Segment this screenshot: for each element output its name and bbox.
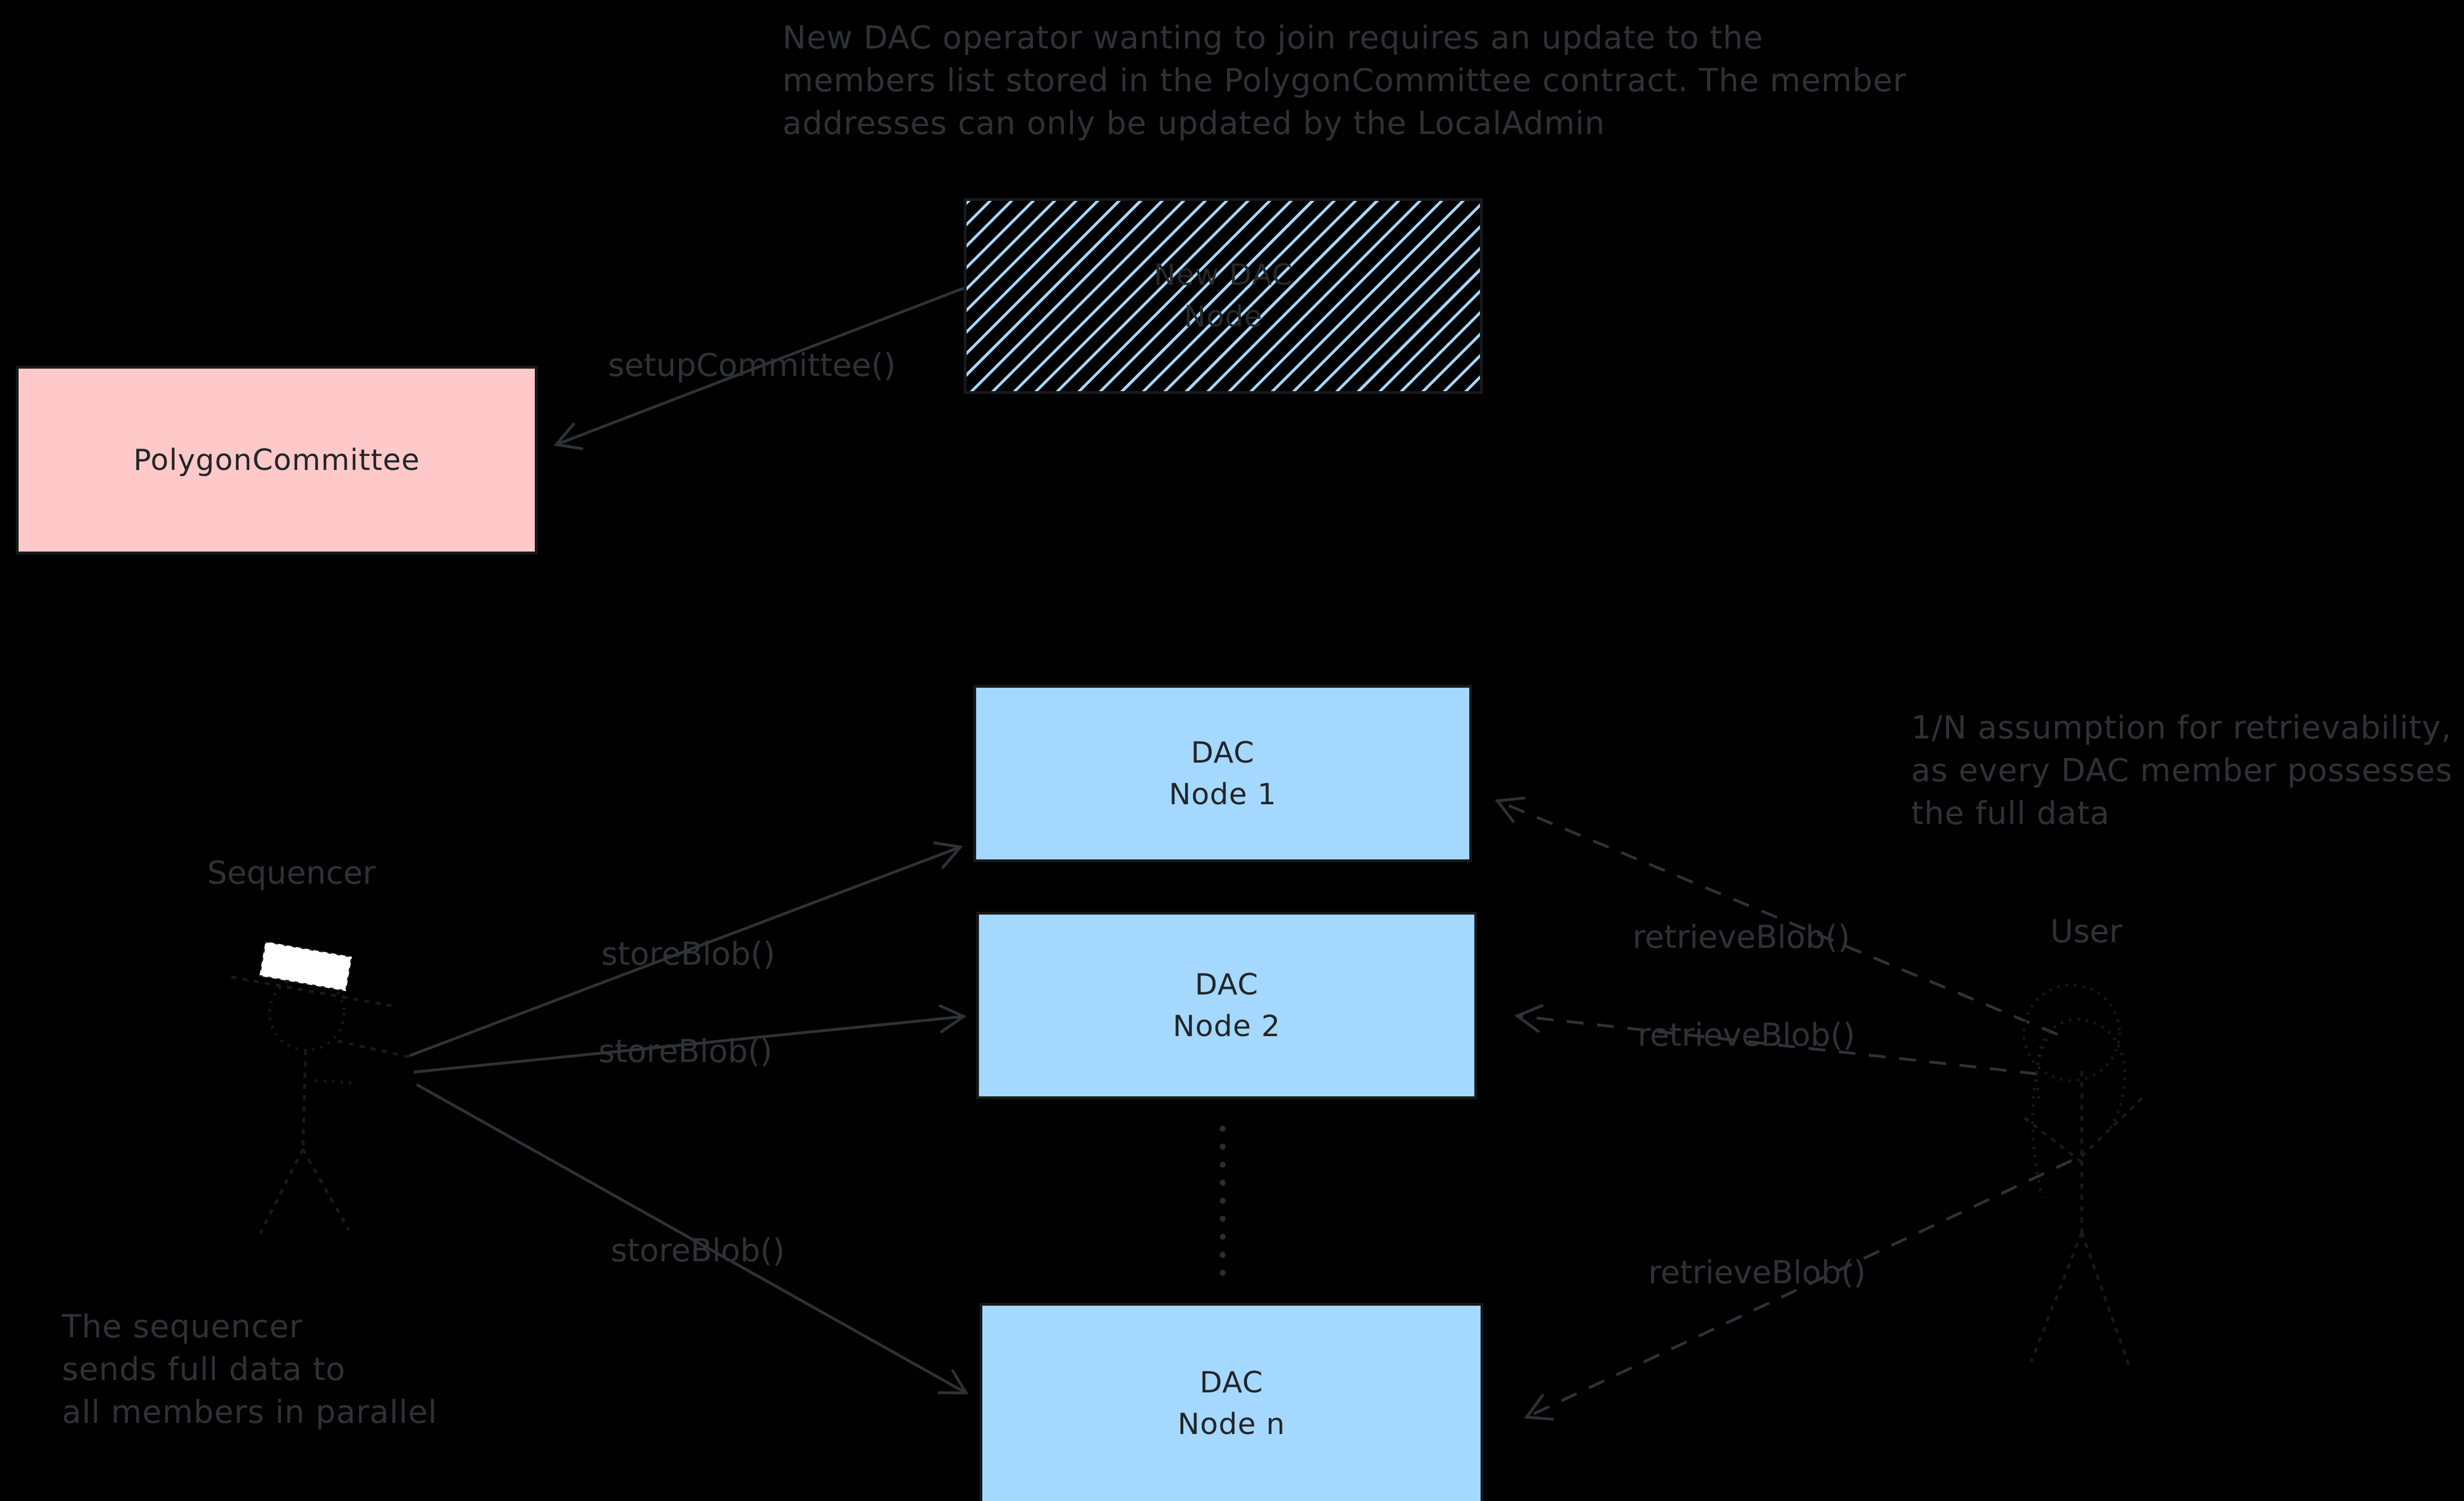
store-blob-arrow-node1 bbox=[409, 841, 963, 1058]
dac-node-n-box: DAC Node n bbox=[980, 1303, 1483, 1501]
dac-node-2-box: DAC Node 2 bbox=[976, 912, 1477, 1099]
new-dac-node-box: New DAC Node bbox=[964, 198, 1483, 394]
retrieve-blob-arrow-node1 bbox=[1495, 796, 2058, 1036]
store-blob-edge-label-1: storeBlob() bbox=[601, 936, 776, 973]
user-head bbox=[2022, 983, 2121, 1082]
dac-node-1-label: DAC Node 1 bbox=[1169, 736, 1277, 812]
sequencer-blob-card bbox=[258, 940, 353, 992]
polygon-committee-box: PolygonCommittee bbox=[16, 366, 538, 554]
note-1n-assumption: 1/N assumption for retrievability, as ev… bbox=[1911, 710, 2453, 832]
sequencer-hand-dots bbox=[315, 1079, 358, 1086]
retrieve-blob-arrow-node2 bbox=[1514, 1004, 2037, 1076]
user-hair bbox=[2035, 1018, 2126, 1130]
user-hair-strand bbox=[2031, 1038, 2049, 1198]
polygon-committee-label: PolygonCommittee bbox=[133, 443, 420, 477]
user-leg-left bbox=[2029, 1232, 2083, 1363]
user-figure bbox=[2021, 983, 2147, 1369]
sequencer-leg-right bbox=[301, 1148, 351, 1231]
retrieve-blob-edge-label-2: retrieveBlob() bbox=[1638, 1017, 1855, 1054]
setup-committee-arrow bbox=[553, 286, 964, 450]
note-sequencer-parallel: The sequencer sends full data to all mem… bbox=[62, 1309, 437, 1431]
sequencer-head bbox=[268, 974, 346, 1052]
sequencer-body bbox=[301, 1050, 307, 1150]
store-blob-arrow-node2 bbox=[413, 1004, 967, 1074]
sequencer-figure bbox=[231, 940, 410, 1235]
sequencer-arm-line bbox=[231, 975, 395, 1008]
user-arm-right bbox=[2081, 1093, 2147, 1158]
dac-node-1-box: DAC Node 1 bbox=[973, 685, 1472, 862]
store-blob-arrow-noden bbox=[415, 1083, 969, 1395]
sequencer-leg-left bbox=[258, 1148, 305, 1235]
dac-node-n-label: DAC Node n bbox=[1177, 1365, 1286, 1441]
user-arm-left bbox=[2021, 1115, 2083, 1163]
note-new-dac-operator: New DAC operator wanting to join require… bbox=[782, 20, 1907, 142]
setup-committee-edge-label: setupCommittee() bbox=[608, 347, 896, 384]
store-blob-edge-label-3: storeBlob() bbox=[611, 1233, 785, 1269]
retrieve-blob-arrow-noden bbox=[1524, 1159, 2073, 1421]
retrieve-blob-edge-label-3: retrieveBlob() bbox=[1648, 1254, 1866, 1291]
new-dac-node-label: New DAC Node bbox=[1153, 258, 1293, 334]
dac-node-2-label: DAC Node 2 bbox=[1173, 967, 1281, 1043]
sequencer-actor-label: Sequencer bbox=[207, 855, 376, 891]
sequencer-arm-right bbox=[337, 1040, 410, 1059]
user-leg-right bbox=[2080, 1232, 2132, 1369]
user-actor-label: User bbox=[2050, 913, 2122, 950]
retrieve-blob-edge-label-1: retrieveBlob() bbox=[1633, 919, 1850, 956]
